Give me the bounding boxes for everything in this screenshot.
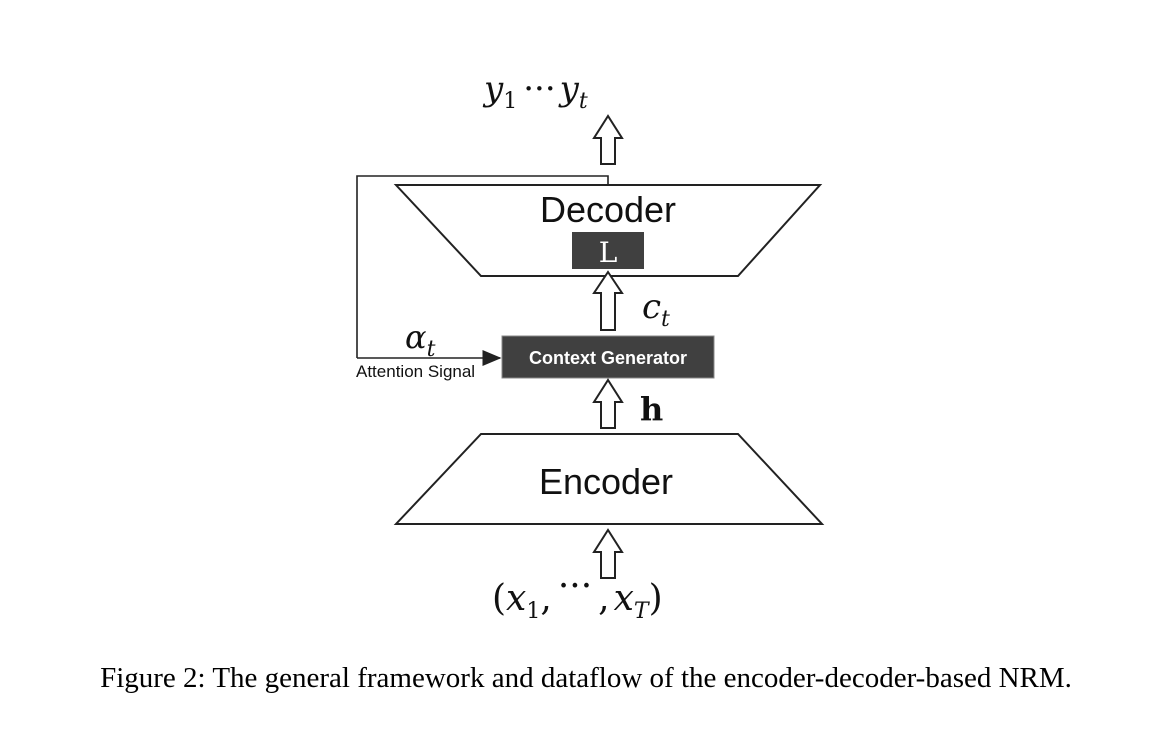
encoder-block <box>393 433 825 525</box>
arrow-encoder-to-context <box>592 378 624 429</box>
decoder-inner-label: L <box>599 236 618 269</box>
hidden-states-label: h <box>640 390 663 428</box>
arrow-input-to-encoder <box>592 528 624 579</box>
context-vector-label: ct <box>642 287 670 332</box>
output-sequence-label: y1···yt <box>482 69 588 114</box>
attention-symbol: αt <box>405 318 436 362</box>
input-sequence-label: (x1,···,xT) <box>492 566 663 624</box>
arrow-context-to-decoder <box>592 270 624 331</box>
figure-caption: Figure 2: The general framework and data… <box>100 662 1072 694</box>
decoder-label: Decoder <box>540 189 676 230</box>
arrow-decoder-to-output <box>592 114 624 165</box>
context-generator-box <box>501 335 715 379</box>
attention-feedback-line <box>356 175 609 358</box>
encoder-label: Encoder <box>539 461 673 502</box>
decoder-inner-box <box>572 232 644 269</box>
context-generator-label: Context Generator <box>529 348 687 368</box>
attention-signal-label: Attention Signal <box>356 362 475 381</box>
decoder-block <box>393 184 823 277</box>
